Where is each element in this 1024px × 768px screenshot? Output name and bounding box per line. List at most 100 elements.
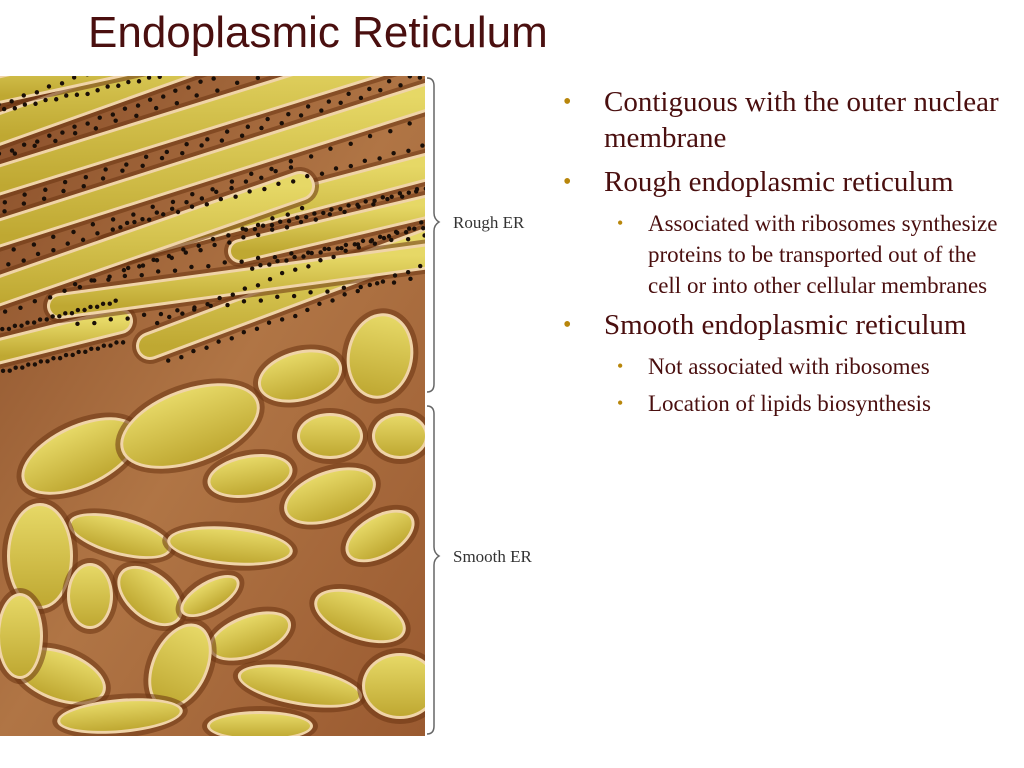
ribosome: [420, 143, 425, 148]
ribosome: [279, 317, 285, 322]
ribosome: [204, 345, 209, 350]
ribosome: [32, 143, 37, 149]
ribosome: [260, 223, 266, 228]
tubule-lumen: [0, 596, 40, 676]
tubule-lumen: [287, 470, 373, 522]
ribosome: [341, 285, 347, 291]
ribosome: [306, 264, 311, 269]
ribosome: [194, 93, 199, 98]
bullet-text: Contiguous with the outer nuclear membra…: [604, 86, 999, 154]
ribosome: [292, 254, 297, 260]
ribosome: [329, 207, 334, 212]
ribosome: [405, 236, 411, 242]
ribosome: [81, 183, 86, 189]
ribosome: [408, 276, 413, 282]
ribosome: [293, 313, 298, 319]
ribosome: [405, 269, 411, 275]
ribosome: [205, 137, 210, 142]
ribosome: [275, 294, 280, 300]
ribosome: [342, 292, 347, 297]
ribosome: [328, 146, 333, 151]
ribosome: [243, 227, 249, 232]
ribosome: [184, 200, 189, 205]
ribosome: [175, 209, 181, 215]
ribosome: [399, 194, 405, 199]
ribosome: [94, 304, 100, 310]
ribosome: [64, 93, 69, 98]
ribosome: [367, 86, 372, 92]
region-brackets: [426, 77, 441, 735]
ribosome: [305, 307, 310, 313]
ribosome: [333, 166, 339, 171]
ribosome: [9, 99, 14, 104]
ribosome: [279, 120, 284, 126]
ribosome: [285, 212, 290, 217]
ribosome: [305, 173, 310, 179]
ribosome: [47, 295, 53, 300]
rough-er-bracket: [426, 77, 441, 393]
ribosome: [288, 159, 294, 164]
ribosome: [267, 276, 273, 282]
tubule-lumen: [240, 667, 360, 705]
ribosome: [230, 292, 235, 297]
ribosome: [20, 365, 25, 370]
ribosome: [306, 250, 311, 255]
ribosome: [284, 225, 290, 230]
ribosome: [154, 320, 160, 326]
ribosome: [241, 299, 247, 304]
ribosome: [43, 187, 48, 192]
ribosome: [85, 76, 89, 77]
ribosome: [313, 217, 318, 222]
ribosome: [258, 298, 264, 303]
ribosome: [32, 362, 38, 367]
ribosome: [6, 326, 12, 332]
tubule-lumen: [71, 515, 169, 557]
ribosome: [258, 262, 263, 268]
ribosome: [72, 281, 78, 287]
ribosome: [172, 268, 178, 273]
ribosome: [19, 323, 24, 328]
ribosome: [63, 352, 69, 358]
ribosome: [380, 195, 385, 200]
ribosome: [12, 106, 18, 111]
ribosome: [360, 238, 366, 244]
ribosome: [13, 365, 18, 370]
ribosome: [83, 349, 88, 355]
bullet-smooth-er: • Smooth endoplasmic reticulum: [560, 307, 1010, 343]
ribosome: [318, 258, 323, 263]
ribosome: [276, 181, 281, 186]
ribosome: [210, 236, 216, 242]
ribosome: [417, 76, 423, 80]
ribosome: [82, 307, 87, 313]
ribosome: [346, 203, 351, 208]
ribosome: [93, 126, 99, 131]
ribosome: [37, 317, 43, 322]
ribosome: [95, 346, 101, 351]
ribosome: [259, 175, 264, 180]
ribosome: [131, 212, 136, 217]
ribosome: [406, 226, 412, 231]
ribosome: [389, 237, 394, 243]
ribosome: [166, 358, 171, 363]
ribosome: [135, 103, 141, 108]
ribosome: [295, 215, 300, 220]
ribosome: [269, 166, 274, 172]
ribosome: [90, 222, 96, 227]
ribosome: [299, 205, 305, 211]
ribosome: [239, 133, 245, 138]
ribosome: [250, 266, 255, 271]
ribosome: [0, 102, 1, 107]
ribosome: [121, 267, 127, 273]
ribosome: [255, 76, 261, 81]
ribosome: [272, 254, 278, 260]
ribosome: [266, 320, 272, 325]
ribosome: [392, 273, 398, 278]
ribosome: [262, 186, 267, 192]
ribosome: [319, 108, 324, 113]
cisterna-lumen: [231, 197, 425, 260]
ribosome: [326, 99, 332, 104]
ribosome: [403, 230, 409, 235]
ribosome: [124, 162, 129, 167]
ribosome: [279, 270, 285, 276]
ribosome: [125, 316, 130, 321]
